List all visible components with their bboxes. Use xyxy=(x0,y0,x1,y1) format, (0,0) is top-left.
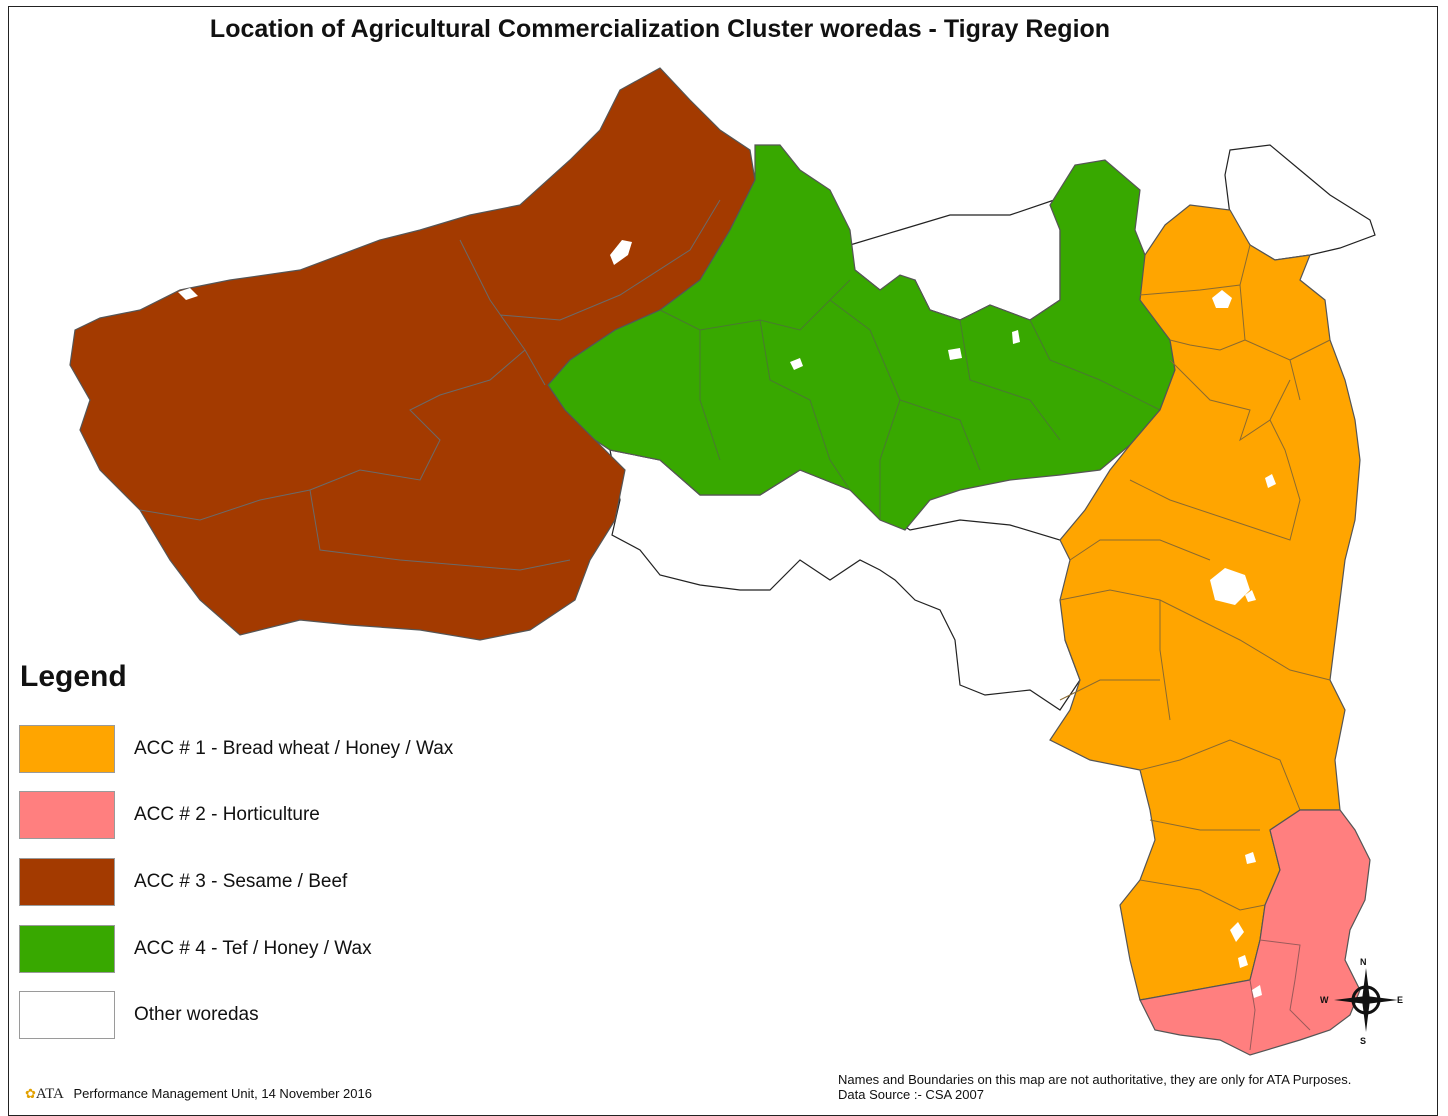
footer-data-source: Data Source :- CSA 2007 xyxy=(838,1087,984,1102)
footer-unit-text: Performance Management Unit, 14 November… xyxy=(73,1086,372,1101)
acc2-internal-boundaries xyxy=(1249,939,1311,1051)
acc3-notch-hole xyxy=(178,288,198,300)
acc3-internal-boundaries xyxy=(139,199,721,571)
legend-title: Legend xyxy=(20,660,127,693)
legend-item-acc3: ACC # 3 - Sesame / Beef xyxy=(19,858,519,908)
legend-label-acc4: ACC # 4 - Tef / Honey / Wax xyxy=(134,938,372,959)
compass-north-label: N xyxy=(1360,957,1367,967)
legend-label-acc3: ACC # 3 - Sesame / Beef xyxy=(134,871,348,892)
legend-label-other: Other woredas xyxy=(134,1004,259,1025)
legend-item-acc2: ACC # 2 - Horticulture xyxy=(19,791,519,841)
legend-swatch-acc2 xyxy=(19,791,115,839)
acc4-hole-1 xyxy=(790,358,803,370)
acc1-hole-5 xyxy=(1230,922,1244,942)
compass-south-label: S xyxy=(1360,1036,1367,1046)
acc1-hole-4 xyxy=(1245,852,1256,864)
legend-swatch-other xyxy=(19,991,115,1039)
compass-rose-icon xyxy=(1334,968,1398,1032)
acc3-lake-hole xyxy=(610,240,632,265)
ata-leaf-icon: ✿ xyxy=(25,1086,36,1101)
compass-east-label: E xyxy=(1397,995,1404,1005)
acc4-hole-3 xyxy=(1012,330,1020,344)
legend-swatch-acc1 xyxy=(19,725,115,773)
legend-item-acc1: ACC # 1 - Bread wheat / Honey / Wax xyxy=(19,725,519,775)
footer-disclaimer-block: Names and Boundaries on this map are not… xyxy=(838,1072,1351,1102)
legend-item-other: Other woredas xyxy=(19,991,519,1041)
acc1-internal-boundaries xyxy=(1059,244,1331,911)
legend-item-acc4: ACC # 4 - Tef / Honey / Wax xyxy=(19,925,519,975)
compass-west-label: W xyxy=(1320,995,1329,1005)
acc4-internal-boundaries xyxy=(659,279,1161,520)
acc1-hole-6 xyxy=(1238,955,1248,968)
legend-label-acc2: ACC # 2 - Horticulture xyxy=(134,804,320,825)
ata-logo: ATA xyxy=(35,1086,64,1102)
acc4-hole-2 xyxy=(948,348,962,360)
acc2-woredas xyxy=(1139,809,1371,1056)
footer-credit: ✿ATA Performance Management Unit, 14 Nov… xyxy=(25,1086,372,1103)
acc2-hole-1 xyxy=(1252,985,1262,998)
acc1-hole-2 xyxy=(1210,568,1250,605)
footer-disclaimer: Names and Boundaries on this map are not… xyxy=(838,1072,1352,1087)
acc1-hole-1 xyxy=(1212,290,1232,308)
acc1-hole-3 xyxy=(1265,474,1276,488)
acc1-hole-7 xyxy=(1245,590,1256,602)
legend-label-acc1: ACC # 1 - Bread wheat / Honey / Wax xyxy=(134,738,454,759)
legend-swatch-acc4 xyxy=(19,925,115,973)
map-title: Location of Agricultural Commercializati… xyxy=(209,15,1111,43)
legend-swatch-acc3 xyxy=(19,858,115,906)
